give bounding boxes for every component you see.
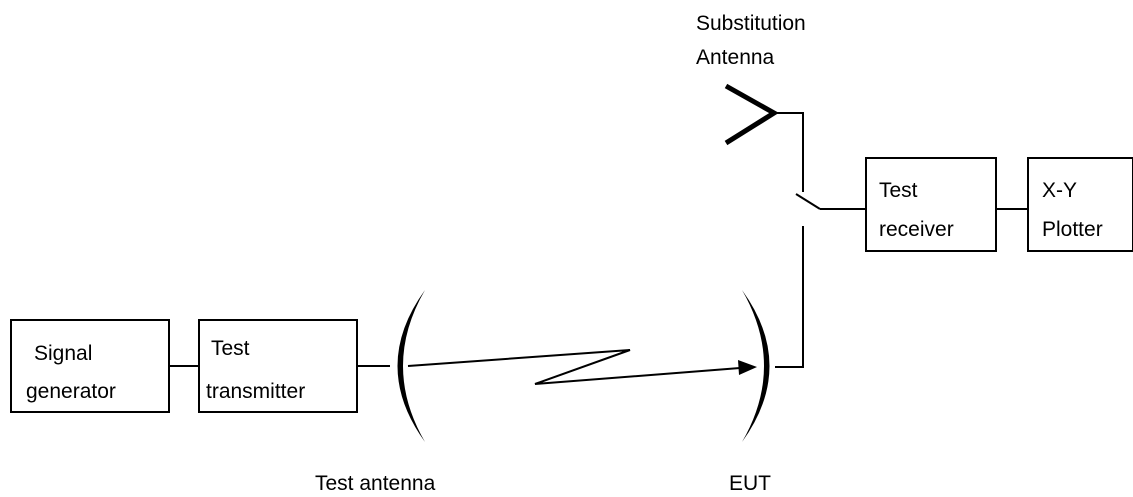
eut-label: EUT xyxy=(729,472,771,495)
test-receiver-box xyxy=(865,157,997,252)
substitution-antenna-label-line1: Substitution xyxy=(696,12,806,35)
test-transmitter-label-line1: Test xyxy=(211,337,250,360)
xy-plotter-label-line1: X-Y xyxy=(1042,179,1077,202)
test-antenna-lens xyxy=(397,290,425,442)
test-antenna-label: Test antenna xyxy=(315,472,436,495)
eut-antenna-lens xyxy=(742,290,770,442)
signal-generator-label-line1: Signal xyxy=(34,342,92,365)
switch-blade xyxy=(795,193,821,210)
test-transmitter-block: Test transmitter xyxy=(198,319,358,413)
test-receiver-label-line1: Test xyxy=(879,179,918,202)
wire-substitution-antenna-to-switch xyxy=(775,112,804,192)
signal-generator-block: Signal generator xyxy=(10,319,170,413)
radio-link-path xyxy=(407,349,741,385)
wire-eut-to-switch xyxy=(775,226,804,368)
substitution-antenna-horn xyxy=(724,83,779,146)
radio-link-arrowhead xyxy=(738,360,757,375)
test-transmitter-box xyxy=(198,319,358,413)
test-receiver-block: Test receiver xyxy=(865,157,997,252)
test-transmitter-label-line2: transmitter xyxy=(206,380,305,403)
test-receiver-label-line2: receiver xyxy=(879,218,954,241)
xy-plotter-block: X-Y Plotter xyxy=(1027,157,1133,252)
signal-generator-box xyxy=(10,319,170,413)
signal-generator-label-line2: generator xyxy=(26,380,116,403)
xy-plotter-label-line2: Plotter xyxy=(1042,218,1103,241)
xy-plotter-box xyxy=(1027,157,1133,252)
substitution-antenna-label-line2: Antenna xyxy=(696,46,775,69)
